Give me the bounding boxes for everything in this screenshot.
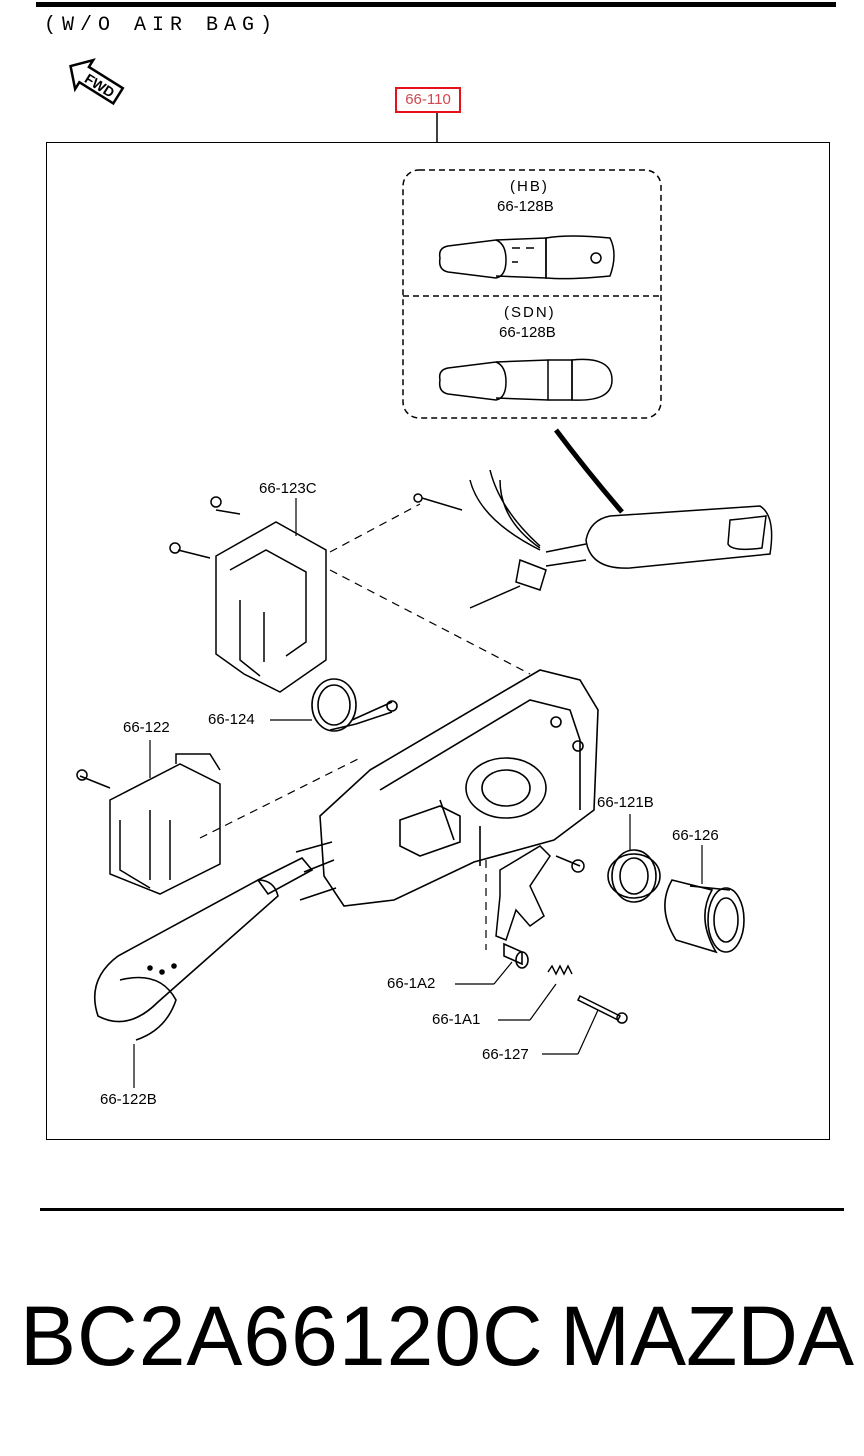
wiper-lever-drawing <box>413 469 773 609</box>
diagram-header: (W/O AIR BAG) <box>44 14 279 37</box>
hb-switch-drawing <box>438 235 615 280</box>
bracket-drawing <box>495 845 585 941</box>
sdn-switch-drawing <box>438 358 613 401</box>
assembly-guides <box>199 503 531 950</box>
label-66-1a1[interactable]: 66-1A1 <box>432 1011 481 1028</box>
sdn-part-label[interactable]: 66-128B <box>499 324 556 341</box>
clamp-124-drawing <box>311 678 398 732</box>
diagram-frame <box>46 142 830 1140</box>
label-66-124[interactable]: 66-124 <box>208 711 255 728</box>
variant-inset <box>402 169 662 419</box>
label-66-121b[interactable]: 66-121B <box>597 794 654 811</box>
label-66-123c[interactable]: 66-123C <box>259 480 317 497</box>
spring-1a1-drawing <box>547 964 573 976</box>
main-housing-drawing <box>319 669 599 907</box>
body-123c-drawing <box>169 496 327 693</box>
top-rule <box>36 2 836 7</box>
body-122-drawing <box>76 753 221 895</box>
part-number: BC2A66120C <box>20 1289 544 1383</box>
pin-1a2-drawing <box>503 942 529 969</box>
assembly-callout[interactable]: 66-110 <box>395 87 461 113</box>
label-66-122b[interactable]: 66-122B <box>100 1091 157 1108</box>
fwd-arrow-icon: FWD <box>64 55 128 109</box>
spring-121b-drawing <box>607 849 661 903</box>
pin-127-drawing <box>576 994 628 1024</box>
label-66-1a2[interactable]: 66-1A2 <box>387 975 436 992</box>
label-66-126[interactable]: 66-126 <box>672 827 719 844</box>
hb-variant-label: (HB) <box>510 178 549 195</box>
bottom-rule <box>40 1208 844 1211</box>
label-66-127[interactable]: 66-127 <box>482 1046 529 1063</box>
turn-lever-drawing <box>94 841 337 1041</box>
hb-part-label[interactable]: 66-128B <box>497 198 554 215</box>
sdn-variant-label: (SDN) <box>504 304 556 321</box>
sleeve-126-drawing <box>664 879 745 954</box>
label-66-122[interactable]: 66-122 <box>123 719 170 736</box>
brand-name: MAZDA <box>560 1289 854 1383</box>
